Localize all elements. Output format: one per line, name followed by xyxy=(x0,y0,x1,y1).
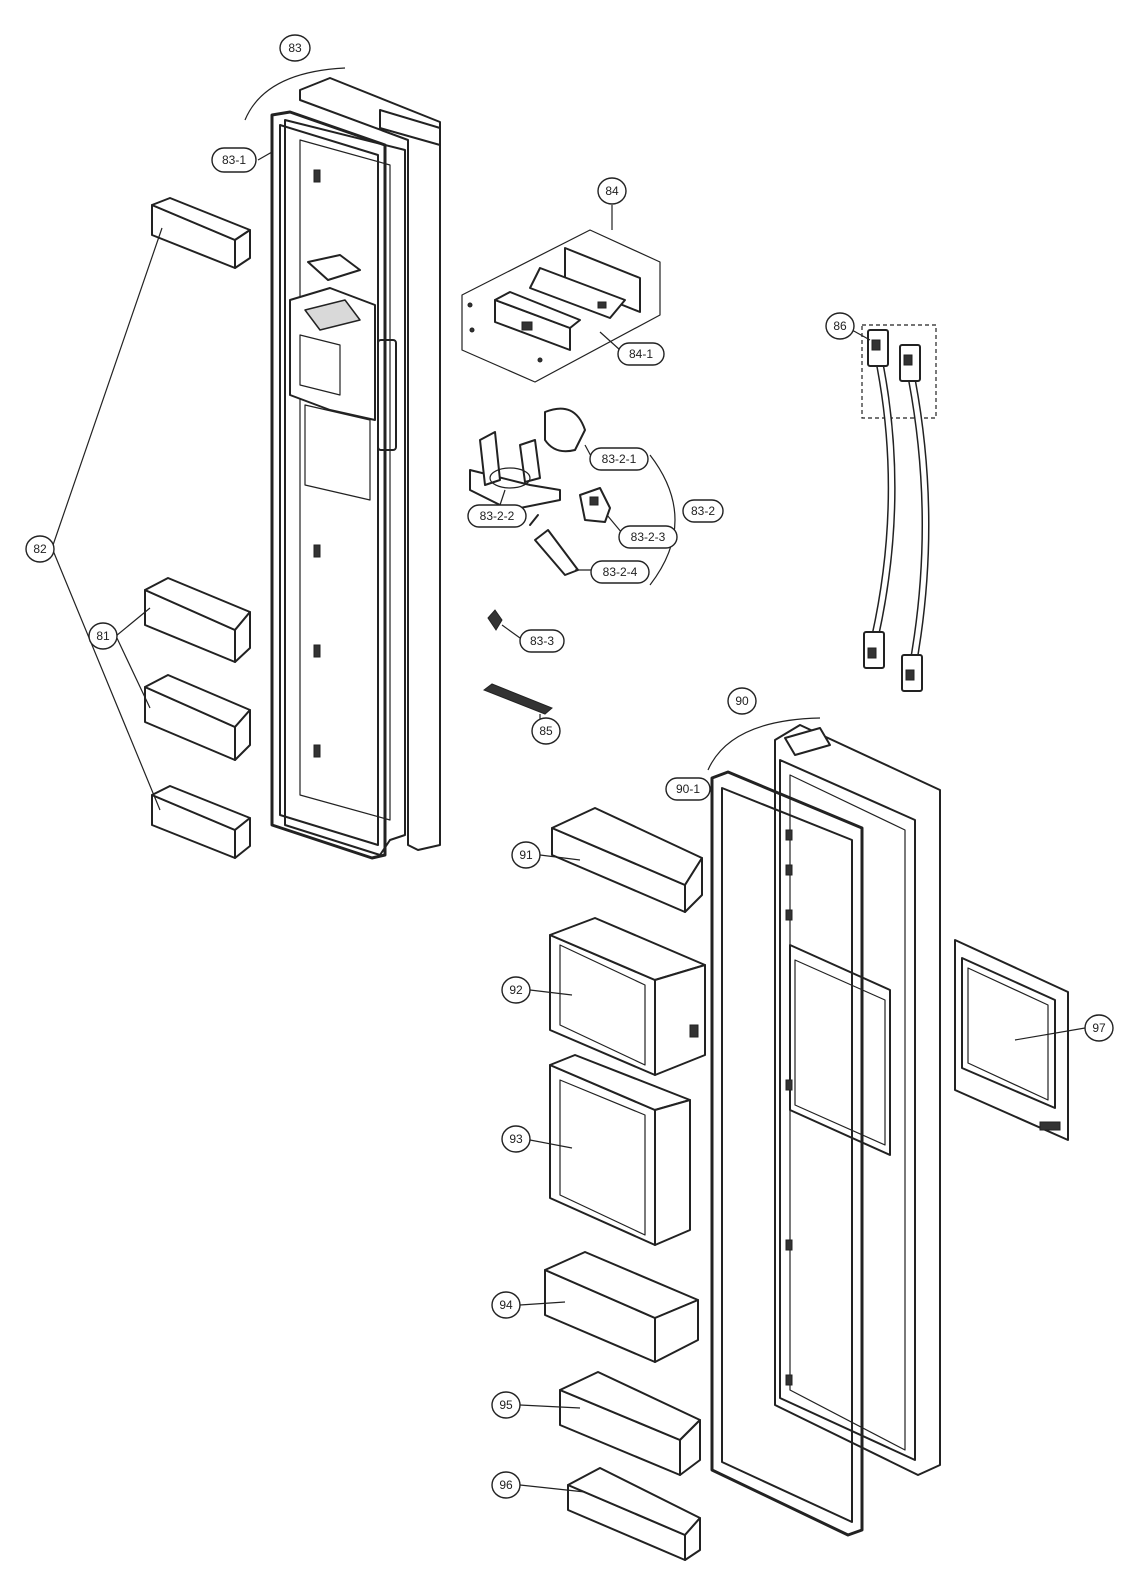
svg-text:83-3: 83-3 xyxy=(530,634,554,648)
svg-text:96: 96 xyxy=(499,1478,513,1492)
svg-text:83-1: 83-1 xyxy=(222,153,246,167)
left-door-bin-top xyxy=(151,197,251,269)
callout-83-1: 83-1 xyxy=(211,147,257,173)
right-door-bin-95 xyxy=(519,1371,701,1476)
callout-84-1: 84-1 xyxy=(617,342,665,366)
callout-81: 81 xyxy=(88,622,118,650)
svg-text:83: 83 xyxy=(288,41,302,55)
right-door-bin-91 xyxy=(539,807,703,913)
left-door-bin-bottom xyxy=(151,785,251,859)
callout-83-3: 83-3 xyxy=(519,629,565,653)
svg-text:90: 90 xyxy=(735,694,749,708)
svg-text:83-2: 83-2 xyxy=(691,504,715,518)
svg-text:81: 81 xyxy=(96,629,110,643)
svg-text:91: 91 xyxy=(519,848,533,862)
svg-text:83-2-2: 83-2-2 xyxy=(480,509,515,523)
svg-text:84: 84 xyxy=(605,184,619,198)
right-door-bin-93 xyxy=(529,1054,691,1246)
callout-84: 84 xyxy=(597,177,627,205)
svg-text:95: 95 xyxy=(499,1398,513,1412)
svg-text:83-2-1: 83-2-1 xyxy=(602,452,637,466)
callout-82: 82 xyxy=(25,535,55,563)
callout-83-2-2: 83-2-2 xyxy=(467,504,527,528)
callout-86: 86 xyxy=(825,312,855,340)
svg-text:86: 86 xyxy=(833,319,847,333)
callout-83-2-3: 83-2-3 xyxy=(618,525,678,549)
svg-text:90-1: 90-1 xyxy=(676,782,700,796)
panel-97 xyxy=(954,939,1086,1141)
dispenser-parts-83-2 xyxy=(469,407,676,586)
right-door-bin-92 xyxy=(529,917,706,1076)
svg-text:83-2-3: 83-2-3 xyxy=(631,530,666,544)
callout-83: 83 xyxy=(279,34,311,62)
right-door-bin-96 xyxy=(519,1467,701,1561)
callout-83-2-1: 83-2-1 xyxy=(589,447,649,471)
left-door-bin-2 xyxy=(144,674,251,761)
right-door-gasket xyxy=(710,770,864,1537)
left-door-assembly xyxy=(284,77,441,856)
callout-90-1: 90-1 xyxy=(665,777,711,801)
callout-96: 96 xyxy=(491,1471,521,1499)
callout-83-2-4: 83-2-4 xyxy=(590,560,650,584)
part-83-3 xyxy=(487,609,521,639)
svg-text:82: 82 xyxy=(33,542,47,556)
svg-text:93: 93 xyxy=(509,1132,523,1146)
callout-94: 94 xyxy=(491,1291,521,1319)
callout-85: 85 xyxy=(531,717,561,745)
svg-text:92: 92 xyxy=(509,983,523,997)
svg-text:85: 85 xyxy=(539,724,553,738)
callout-91: 91 xyxy=(511,841,541,869)
svg-text:84-1: 84-1 xyxy=(629,347,653,361)
right-door-bin-94 xyxy=(519,1251,699,1363)
callout-83-2: 83-2 xyxy=(682,499,724,523)
control-box-84 xyxy=(461,205,661,383)
callout-97: 97 xyxy=(1084,1014,1114,1042)
svg-text:97: 97 xyxy=(1092,1021,1106,1035)
left-door-gasket xyxy=(270,110,387,860)
right-door-assembly xyxy=(774,724,941,1476)
svg-text:94: 94 xyxy=(499,1298,513,1312)
door-handles-86 xyxy=(851,324,937,692)
callout-93: 93 xyxy=(501,1125,531,1153)
callout-95: 95 xyxy=(491,1391,521,1419)
callout-92: 92 xyxy=(501,976,531,1004)
callout-90: 90 xyxy=(727,687,757,715)
left-door-bin-1 xyxy=(144,577,251,663)
svg-text:83-2-4: 83-2-4 xyxy=(603,565,638,579)
